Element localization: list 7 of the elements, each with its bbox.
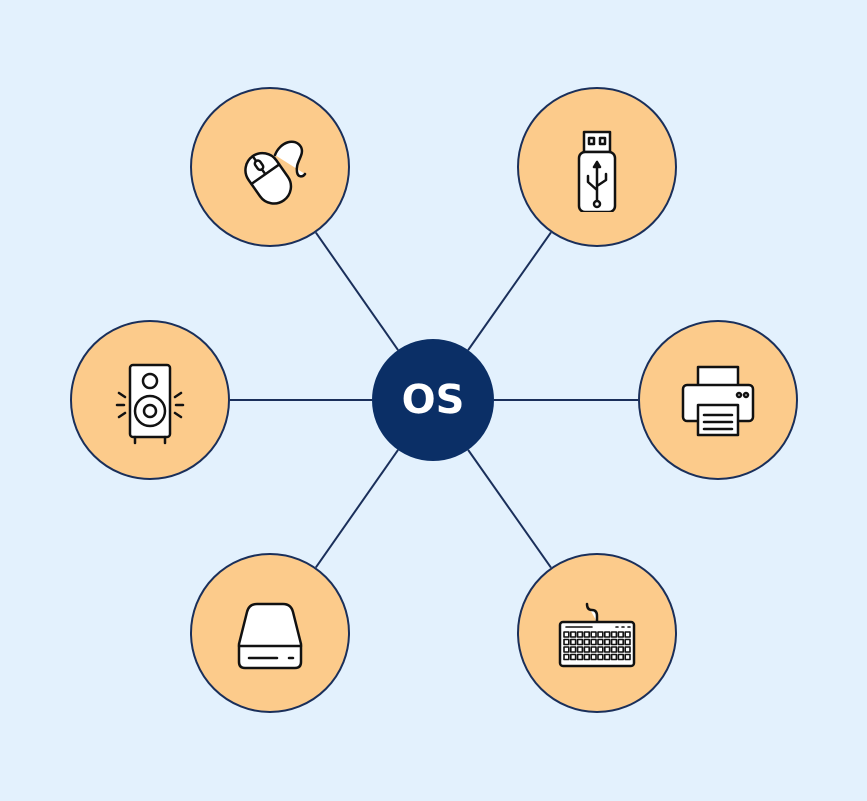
connector-line [315,449,399,568]
node-label: OS [402,377,464,423]
connector-line [315,232,399,351]
connector-line [467,449,552,568]
connector-line [494,399,638,401]
connector-line [230,399,372,401]
connector-line [467,232,552,351]
